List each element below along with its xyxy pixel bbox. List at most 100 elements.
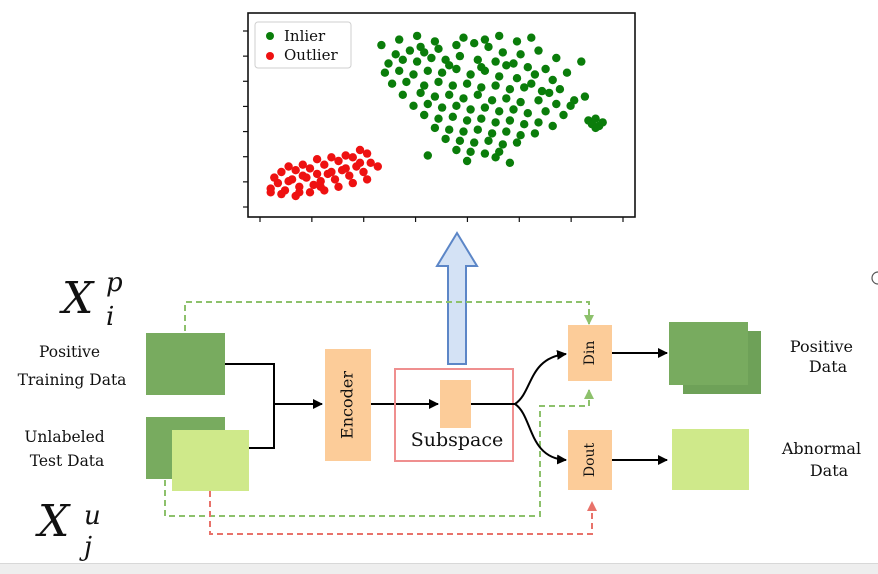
inlier-point bbox=[484, 136, 493, 145]
inlier-point bbox=[548, 75, 557, 85]
outlier-point bbox=[348, 178, 357, 188]
positive-data-label-line2: Data bbox=[809, 357, 848, 376]
inlier-point bbox=[505, 116, 515, 125]
outlier-point bbox=[305, 188, 315, 197]
inlier-point bbox=[598, 118, 607, 127]
inlier-point bbox=[466, 105, 475, 114]
inlier-point bbox=[520, 120, 529, 129]
inlier-point bbox=[502, 127, 511, 136]
outlier-point bbox=[305, 164, 315, 173]
outlier-point bbox=[266, 188, 275, 197]
abnormal-data-label-line2: Data bbox=[810, 461, 849, 480]
inlier-point bbox=[534, 96, 543, 105]
inlier-point bbox=[480, 103, 490, 112]
inlier-point bbox=[387, 79, 397, 88]
unlabeled-test-data-block-front bbox=[172, 430, 249, 491]
outlier-point bbox=[348, 153, 357, 162]
inlier-point bbox=[534, 118, 543, 127]
positive-data-label: Positive Data bbox=[790, 337, 858, 376]
xu-label: X u j bbox=[35, 496, 101, 562]
outlier-point bbox=[327, 167, 336, 177]
inlier-point bbox=[462, 156, 472, 166]
inlier-point bbox=[541, 64, 550, 74]
inlier-point bbox=[534, 46, 543, 55]
inlier-point bbox=[552, 99, 561, 109]
outlier-point bbox=[277, 167, 286, 177]
inlier-point bbox=[430, 123, 440, 133]
legend: Inlier Outlier bbox=[254, 21, 352, 69]
inlier-point bbox=[509, 59, 518, 68]
outlier-point bbox=[359, 167, 368, 177]
inlier-point bbox=[445, 61, 454, 70]
inlier-point bbox=[487, 129, 497, 138]
inlier-point bbox=[480, 35, 490, 44]
inlier-point bbox=[473, 55, 482, 64]
inlier-point bbox=[452, 101, 461, 111]
subspace-label: Subspace bbox=[411, 429, 504, 451]
bottom-strip bbox=[0, 563, 878, 574]
unlabeled-test-label: Unlabeled Test Data bbox=[24, 428, 109, 470]
connector-to-dout bbox=[514, 403, 567, 465]
inlier-point bbox=[537, 86, 547, 96]
inlier-point bbox=[530, 129, 540, 138]
inlier-point bbox=[420, 110, 429, 120]
inlier-point bbox=[437, 103, 447, 112]
inlier-point bbox=[412, 31, 422, 41]
outlier-point bbox=[373, 162, 382, 171]
inlier-point bbox=[459, 127, 468, 136]
abnormal-data-label-line1: Abnormal bbox=[781, 439, 861, 458]
inlier-point bbox=[477, 62, 486, 72]
inlier-point bbox=[423, 66, 432, 76]
edge-circle-right bbox=[871, 271, 878, 285]
inlier-point bbox=[505, 158, 515, 167]
inlier-point bbox=[552, 53, 561, 63]
inlier-point bbox=[541, 107, 550, 116]
inlier-point bbox=[559, 110, 568, 120]
inlier-point bbox=[398, 90, 407, 100]
inlier-point bbox=[470, 39, 479, 48]
inlier-point bbox=[591, 123, 600, 133]
inlier-point bbox=[448, 81, 457, 90]
legend-label-outlier: Outlier bbox=[284, 46, 338, 64]
inlier-point bbox=[484, 42, 493, 52]
green-dashed-path-top bbox=[184, 301, 594, 331]
inlier-point bbox=[580, 92, 590, 101]
inlier-point bbox=[562, 68, 572, 77]
outlier-point bbox=[366, 158, 375, 167]
inlier-point bbox=[523, 62, 532, 72]
legend-marker-outlier bbox=[266, 52, 274, 60]
outlier-point bbox=[327, 153, 336, 162]
inlier-point bbox=[566, 101, 575, 111]
outlier-point bbox=[284, 177, 293, 186]
inlier-point bbox=[545, 88, 554, 98]
inlier-point bbox=[384, 59, 393, 68]
positive-data-block-front bbox=[669, 322, 748, 385]
outlier-point bbox=[362, 175, 372, 184]
outlier-point bbox=[309, 180, 318, 190]
outlier-point bbox=[355, 145, 365, 155]
inlier-point bbox=[391, 50, 400, 59]
inlier-point bbox=[445, 90, 454, 100]
inlier-point bbox=[491, 153, 500, 162]
inlier-point bbox=[491, 118, 500, 127]
xu-sub: j bbox=[79, 532, 92, 562]
inlier-point bbox=[523, 109, 532, 118]
outlier-point bbox=[341, 164, 350, 173]
positive-training-label-line2: Training Data bbox=[18, 371, 127, 389]
green-dashed-path-bottom bbox=[164, 389, 594, 517]
inlier-point bbox=[430, 92, 440, 101]
connector-positive bbox=[225, 363, 275, 404]
inlier-point bbox=[452, 40, 461, 50]
outlier-point bbox=[312, 169, 322, 179]
inlier-point bbox=[491, 57, 500, 66]
encoder-block bbox=[325, 349, 371, 461]
inlier-point bbox=[498, 140, 507, 149]
positive-training-data-block bbox=[146, 333, 225, 395]
subspace-block bbox=[440, 380, 471, 428]
din-block bbox=[568, 325, 612, 381]
inlier-point bbox=[427, 53, 436, 63]
xp-base: X bbox=[59, 273, 95, 324]
inlier-point bbox=[491, 81, 500, 90]
plot-ticks bbox=[243, 30, 624, 222]
dout-block bbox=[568, 430, 612, 490]
